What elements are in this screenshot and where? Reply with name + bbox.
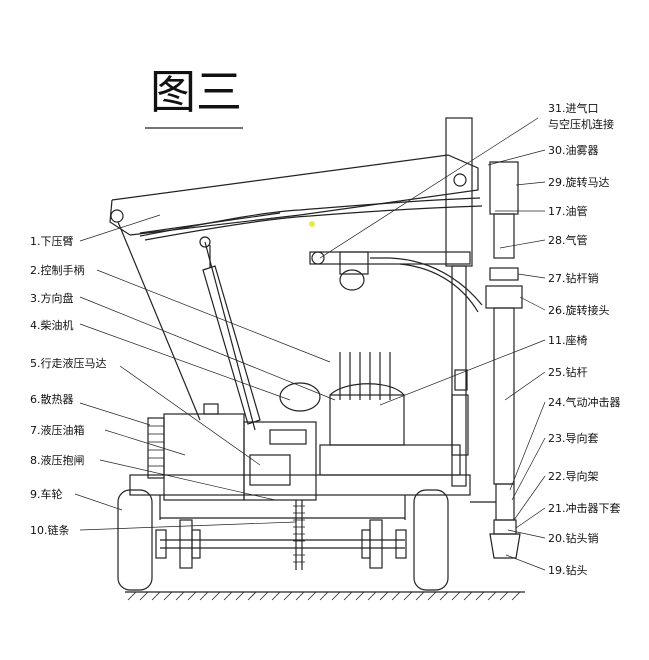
rotary-motor [489, 161, 519, 259]
highlight-dot [309, 221, 315, 227]
label-drill-bit-pin: 20.钻头销 [548, 531, 599, 545]
figure-title: 图三 [150, 65, 242, 119]
label-oil-pipe: 17.油管 [548, 204, 588, 218]
mast [445, 117, 473, 487]
label-guide-frame: 22.导向架 [548, 469, 599, 483]
press-arm [109, 154, 479, 431]
left-labels: 1.下压臂 2.控制手柄 3.方向盘 4.柴油机 5.行走液压马达 6.散热器 … [30, 235, 107, 537]
hydraulic-cylinder [202, 245, 261, 425]
label-radiator: 6.散热器 [30, 392, 74, 406]
right-leaders [319, 117, 546, 571]
lubricator-bar [309, 251, 471, 291]
label-hydraulic-brake: 8.液压抱闸 [30, 453, 85, 467]
label-travel-hydraulic-motor: 5.行走液压马达 [30, 356, 107, 370]
ground [125, 591, 525, 601]
label-impactor-lower-sleeve: 21.冲击器下套 [548, 501, 621, 515]
label-drill-bit: 19.钻头 [548, 563, 588, 577]
control-box [319, 444, 461, 476]
label-rotary-joint: 26.旋转接头 [548, 303, 610, 317]
drill-bit [489, 519, 521, 559]
pneumatic-impactor [470, 483, 515, 521]
label-drill-rod: 25.钻杆 [548, 365, 588, 379]
label-diesel-engine: 4.柴油机 [30, 318, 74, 332]
diesel-engine [243, 382, 321, 501]
label-air-pipe: 28.气管 [548, 233, 588, 247]
label-press-arm: 1.下压臂 [30, 235, 74, 248]
rotary-joint [485, 285, 523, 309]
label-pneumatic-impactor: 24.气动冲击器 [548, 395, 621, 409]
right-wheel [413, 489, 449, 591]
label-control-handle: 2.控制手柄 [30, 263, 85, 277]
label-chain: 10.链条 [30, 523, 70, 537]
label-guide-sleeve: 23.导向套 [548, 431, 599, 445]
chain [293, 500, 305, 570]
hoses [139, 197, 483, 313]
label-lubricator: 30.油雾器 [548, 143, 599, 157]
label-seat: 11.座椅 [548, 333, 588, 347]
label-air-inlet: 31.进气口 [548, 101, 599, 115]
label-steering-wheel: 3.方向盘 [30, 291, 74, 305]
right-labels: 31.进气口 与空压机连接 30.油雾器 29.旋转马达 17.油管 28.气管… [548, 101, 621, 577]
seat [329, 383, 405, 446]
axle-assembly [155, 519, 407, 569]
label-wheel: 9.车轮 [30, 487, 63, 501]
left-leaders [74, 214, 336, 531]
label-hydraulic-oil-tank: 7.液压油箱 [30, 423, 85, 437]
radiator [147, 417, 165, 479]
drill-rod-pin [489, 267, 519, 281]
label-rotary-motor: 29.旋转马达 [548, 175, 610, 189]
label-air-inlet-note: 与空压机连接 [548, 117, 614, 131]
left-wheel [117, 489, 153, 591]
label-drill-rod-pin: 27.钻杆销 [548, 271, 599, 285]
control-handles [339, 352, 391, 400]
chassis-frame [129, 474, 471, 520]
